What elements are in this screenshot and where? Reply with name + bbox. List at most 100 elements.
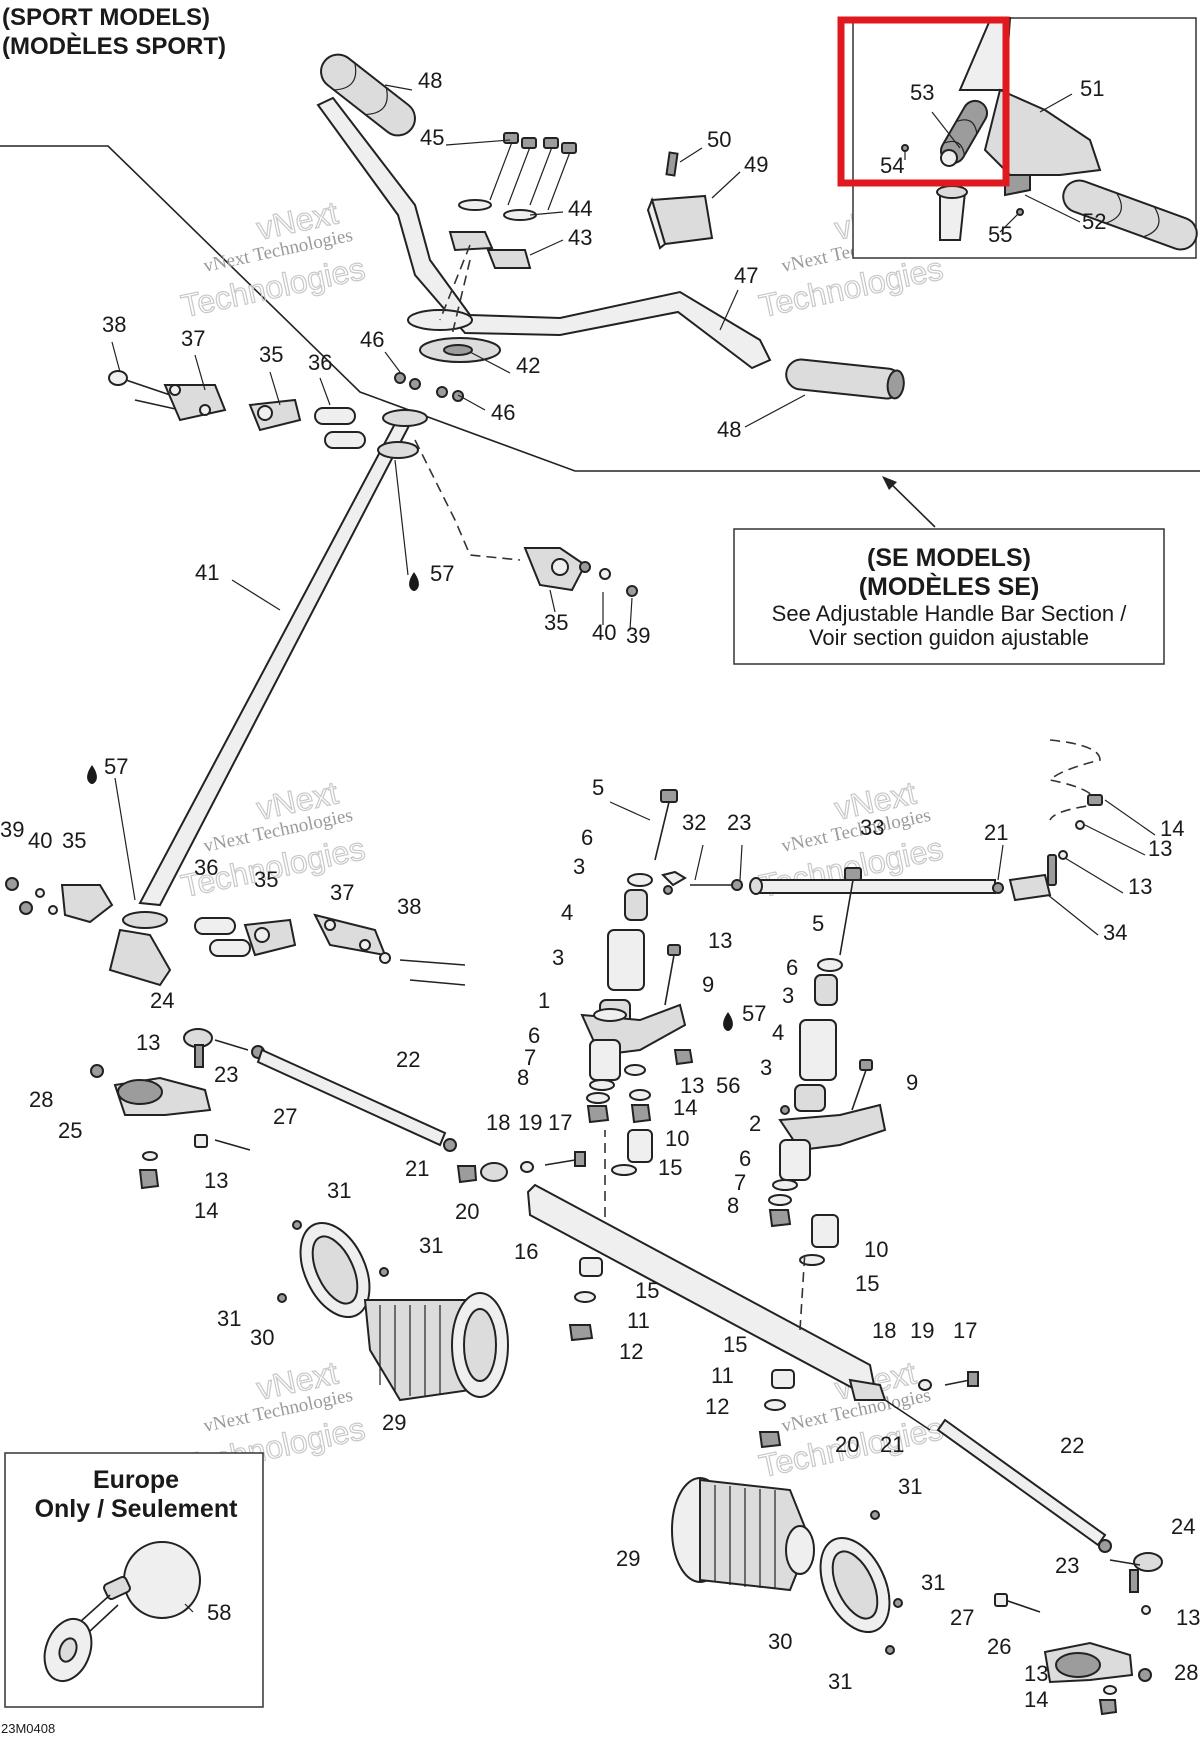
- drop-icon: [723, 1012, 733, 1031]
- callout-58: 58: [207, 1600, 231, 1625]
- tie-rod-22-right: [848, 1371, 1163, 1593]
- callout-48: 48: [418, 68, 442, 93]
- drop-icon: [409, 572, 419, 591]
- callout-49: 49: [744, 152, 768, 177]
- spindle-2: [673, 867, 887, 1266]
- callout-18: 18: [872, 1318, 896, 1343]
- callout-27: 27: [273, 1104, 297, 1129]
- callout-6: 6: [528, 1023, 540, 1048]
- se-box-note-1: See Adjustable Handle Bar Section /: [772, 601, 1128, 626]
- callout-17: 17: [953, 1318, 977, 1343]
- callout-31: 31: [419, 1233, 443, 1258]
- callout-6: 6: [739, 1146, 751, 1171]
- callout-21: 21: [880, 1432, 904, 1457]
- callout-24: 24: [1171, 1514, 1195, 1539]
- callout-39: 39: [0, 817, 24, 842]
- callout-4: 4: [772, 1020, 784, 1045]
- leader-53: [931, 111, 961, 149]
- callout-13: 13: [1128, 874, 1152, 899]
- callout-37: 37: [181, 326, 205, 351]
- highlight-box: [837, 16, 1010, 187]
- callout-40: 40: [592, 620, 616, 645]
- callout-9: 9: [906, 1070, 918, 1095]
- callout-38: 38: [102, 312, 126, 337]
- callout-13: 13: [204, 1168, 228, 1193]
- callout-30: 30: [250, 1325, 274, 1350]
- se-box-title-1: (SE MODELS): [867, 544, 1031, 572]
- callout-13: 13: [136, 1030, 160, 1055]
- callout-3: 3: [552, 945, 564, 970]
- callout-19: 19: [518, 1110, 542, 1135]
- callout-7: 7: [524, 1045, 536, 1070]
- cap-49: [646, 151, 714, 250]
- callout-47: 47: [734, 263, 758, 288]
- crossbar-16-dash: [604, 1130, 806, 1331]
- leader-52: [1024, 194, 1081, 223]
- callout-37: 37: [330, 880, 354, 905]
- callout-5: 5: [592, 775, 604, 800]
- callout-29: 29: [616, 1546, 640, 1571]
- callout-12: 12: [619, 1339, 643, 1364]
- callout-24: 24: [150, 988, 174, 1013]
- callout-12: 12: [705, 1394, 729, 1419]
- callout-3: 3: [573, 854, 585, 879]
- callout-13: 13: [680, 1073, 704, 1098]
- callout-35: 35: [254, 867, 278, 892]
- handlebar: [316, 96, 772, 370]
- se-box-note-2: Voir section guidon ajustable: [809, 625, 1089, 650]
- callout-1: 1: [538, 988, 550, 1013]
- callout-23: 23: [214, 1062, 238, 1087]
- callout-21: 21: [405, 1156, 429, 1181]
- bolts-45: [489, 132, 577, 211]
- header-title-line2: (MODÈLES SPORT): [2, 32, 226, 60]
- grip-upper: [320, 53, 416, 137]
- callout-44: 44: [568, 196, 592, 221]
- callout-31: 31: [828, 1669, 852, 1694]
- europe-title-1: Europe: [93, 1466, 179, 1494]
- callout-13: 13: [1148, 836, 1172, 861]
- boot-29-left: [277, 1220, 509, 1402]
- callout-13: 13: [1024, 1661, 1048, 1686]
- callout-3: 3: [782, 983, 794, 1008]
- steering-arm-25: [90, 1064, 251, 1190]
- spindle-1: [580, 789, 687, 1176]
- callout-14: 14: [1160, 816, 1184, 841]
- callout-14: 14: [673, 1095, 697, 1120]
- callout-6: 6: [786, 955, 798, 980]
- se-box-title-2: (MODÈLES SE): [859, 572, 1040, 601]
- callout-14: 14: [1024, 1687, 1048, 1712]
- callout-15: 15: [723, 1332, 747, 1357]
- callout-16: 16: [514, 1239, 538, 1264]
- callout-40: 40: [28, 828, 52, 853]
- callout-54: 54: [880, 153, 904, 178]
- callout-10: 10: [665, 1126, 689, 1151]
- callout-7: 7: [734, 1170, 746, 1195]
- callout-36: 36: [308, 350, 332, 375]
- callout-19: 19: [910, 1318, 934, 1343]
- se-models-box: [733, 528, 1165, 665]
- callout-14: 14: [194, 1198, 218, 1223]
- callout-32: 32: [682, 810, 706, 835]
- callout-31: 31: [898, 1474, 922, 1499]
- callout-11: 11: [627, 1308, 650, 1333]
- leader-51: [1039, 93, 1073, 113]
- callout-22: 22: [396, 1047, 420, 1072]
- callout-55: 55: [988, 222, 1012, 247]
- callout-4: 4: [561, 900, 573, 925]
- callout-48: 48: [717, 417, 741, 442]
- callout-52: 52: [1082, 209, 1106, 234]
- callout-35: 35: [62, 828, 86, 853]
- steering-arm-26: [994, 1593, 1152, 1716]
- callout-31: 31: [921, 1570, 945, 1595]
- europe-title-2: Only / Seulement: [35, 1495, 239, 1523]
- callout-22: 22: [1060, 1433, 1084, 1458]
- callout-9: 9: [702, 972, 714, 997]
- callout-13: 13: [708, 928, 732, 953]
- callout-28: 28: [1174, 1660, 1198, 1685]
- se-arrow-head: [882, 476, 897, 490]
- callout-46: 46: [360, 327, 384, 352]
- bracket-35-upper: [523, 547, 638, 597]
- callout-2: 2: [749, 1111, 761, 1136]
